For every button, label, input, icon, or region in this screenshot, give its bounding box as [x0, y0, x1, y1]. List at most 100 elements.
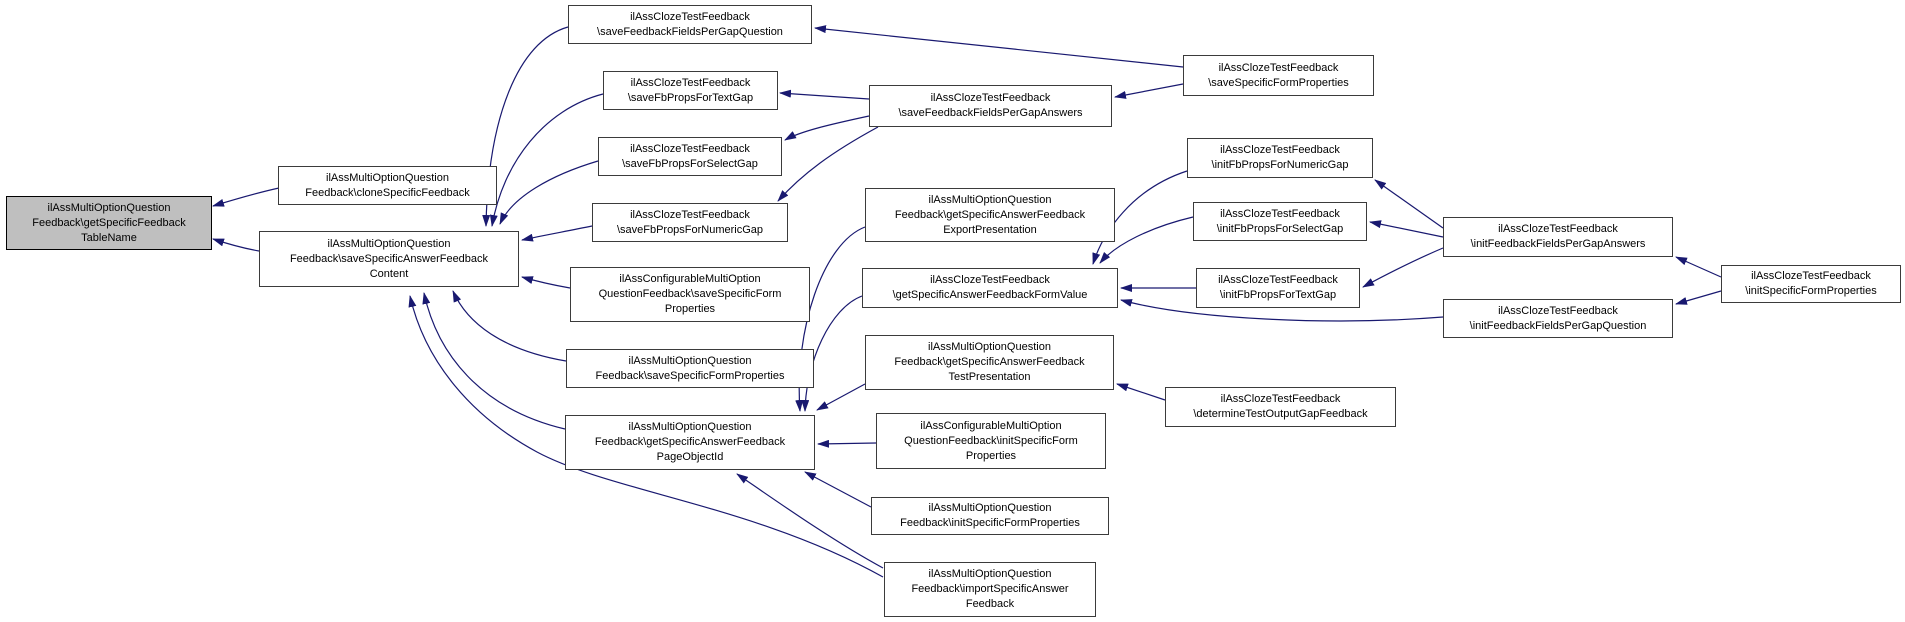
- edge-init-feedback-fields-per-gap-answers--init-fb-props-for-select-gap: [1369, 220, 1444, 238]
- node-label-line: \determineTestOutputGapFeedback: [1193, 408, 1368, 420]
- node-label-line: ilAssClozeTestFeedback: [630, 208, 750, 221]
- node-label-line: \saveFbPropsForSelectGap: [622, 157, 758, 170]
- node-label-line: ilAssMultiOptionQuestion: [326, 171, 449, 184]
- node-import-specific-answer-feedback[interactable]: ilAssMultiOptionQuestion Feedback\import…: [884, 562, 1096, 617]
- node-get-specific-answer-feedback-page-object-id[interactable]: ilAssMultiOptionQuestion Feedback\getSpe…: [565, 415, 815, 470]
- node-label-line: ilAssConfigurableMultiOption: [920, 419, 1062, 432]
- node-label-line: ilAssMultiOptionQuestion: [628, 354, 752, 367]
- edge-determine-test-output-gap-feedback--get-specific-answer-feedback-test-presentation: [1116, 383, 1166, 401]
- node-label-line: Feedback\cloneSpecificFeedback: [305, 186, 470, 199]
- node-label-line: ilAssMultiOptionQuestion: [47, 201, 171, 214]
- node-label-line: Properties: [664, 303, 716, 315]
- node-label-line: ilAssMultiOptionQuestion: [327, 237, 451, 250]
- node-label-line: ilAssClozeTestFeedback: [1218, 274, 1338, 286]
- edge-import-specific-answer-feedback--get-specific-answer-feedback-page-object-id: [736, 473, 884, 569]
- node-get-specific-answer-feedback-test-presentation[interactable]: ilAssMultiOptionQuestion Feedback\getSpe…: [865, 335, 1114, 390]
- node-cloze-save-specific-form-properties[interactable]: ilAssClozeTestFeedback \saveSpecificForm…: [1183, 55, 1374, 96]
- node-label-line: ilAssMultiOptionQuestion: [928, 568, 1052, 580]
- node-label-line: Feedback\initSpecificFormProperties: [900, 517, 1080, 529]
- node-get-specific-answer-feedback-export-presentation[interactable]: ilAssMultiOptionQuestion Feedback\getSpe…: [865, 188, 1115, 242]
- edge-get-specific-answer-feedback-test-presentation--get-specific-answer-feedback-page-object-id: [816, 383, 866, 411]
- edge-clone-specific-feedback--get-specific-feedback-table-name: [212, 187, 280, 207]
- node-configurable-save-specific-form-properties[interactable]: ilAssConfigurableMultiOption QuestionFee…: [570, 267, 810, 322]
- node-label-line: ilAssClozeTestFeedback: [1751, 270, 1871, 282]
- edge-multi-init-specific-form-properties--get-specific-answer-feedback-page-object-id: [804, 471, 872, 508]
- node-save-fb-props-for-text-gap[interactable]: ilAssClozeTestFeedback \saveFbPropsForTe…: [603, 71, 778, 110]
- node-label-line: \saveSpecificFormProperties: [1208, 76, 1349, 89]
- node-save-fb-props-for-select-gap[interactable]: ilAssClozeTestFeedback \saveFbPropsForSe…: [598, 137, 782, 176]
- node-label-line: Feedback\getSpecificAnswerFeedback: [594, 436, 786, 448]
- node-save-feedback-fields-per-gap-answers[interactable]: ilAssClozeTestFeedback \saveFeedbackFiel…: [869, 85, 1112, 127]
- node-label-line: ilAssMultiOptionQuestion: [928, 502, 1052, 514]
- node-label-line: ExportPresentation: [943, 223, 1037, 236]
- edge-save-feedback-fields-per-gap-question--save-specific-answer-feedback-content: [482, 26, 569, 227]
- node-cloze-init-specific-form-properties[interactable]: ilAssClozeTestFeedback \initSpecificForm…: [1721, 265, 1901, 303]
- node-label-line: \initFbPropsForNumericGap: [1211, 159, 1349, 171]
- edge-init-feedback-fields-per-gap-answers--init-fb-props-for-text-gap: [1362, 247, 1444, 288]
- node-save-fb-props-for-numeric-gap[interactable]: ilAssClozeTestFeedback \saveFbPropsForNu…: [592, 203, 788, 242]
- node-label-line: Feedback\saveSpecificAnswerFeedback: [289, 252, 489, 265]
- node-label-line: \initSpecificFormProperties: [1745, 285, 1877, 297]
- node-label-line: ilAssMultiOptionQuestion: [928, 341, 1051, 353]
- node-multi-save-specific-form-properties[interactable]: ilAssMultiOptionQuestion Feedback\saveSp…: [566, 349, 814, 388]
- edge-cloze-save-specific-form-properties--save-feedback-fields-per-gap-question: [814, 25, 1184, 68]
- node-label-line: Feedback: [965, 598, 1015, 610]
- edge-init-feedback-fields-per-gap-answers--init-fb-props-for-numeric-gap: [1374, 179, 1444, 229]
- node-label-line: \initFeedbackFieldsPerGapAnswers: [1470, 238, 1646, 250]
- node-save-specific-answer-feedback-content[interactable]: ilAssMultiOptionQuestion Feedback\saveSp…: [259, 231, 519, 287]
- edge-save-fb-props-for-select-gap--save-specific-answer-feedback-content: [499, 160, 599, 225]
- node-label-line: \initFeedbackFieldsPerGapQuestion: [1469, 319, 1647, 332]
- node-label-line: ilAssClozeTestFeedback: [1220, 207, 1340, 220]
- node-label-line: TableName: [81, 231, 137, 244]
- node-label-line: QuestionFeedback\initSpecificForm: [904, 434, 1078, 447]
- node-init-feedback-fields-per-gap-answers[interactable]: ilAssClozeTestFeedback \initFeedbackFiel…: [1443, 217, 1673, 257]
- node-label-line: \initFbPropsForTextGap: [1219, 289, 1337, 301]
- node-label-line: ilAssClozeTestFeedback: [930, 92, 1051, 104]
- node-label-line: ilAssMultiOptionQuestion: [628, 421, 752, 433]
- edge-cloze-init-specific-form-properties--init-feedback-fields-per-gap-answers: [1675, 256, 1722, 278]
- edge-configurable-save-specific-form-properties--save-specific-answer-feedback-content: [521, 276, 571, 289]
- node-label-line: Feedback\getSpecificAnswerFeedback: [894, 356, 1085, 368]
- node-label-line: TestPresentation: [948, 371, 1031, 383]
- node-label-line: ilAssClozeTestFeedback: [630, 10, 750, 23]
- node-label-line: Feedback\saveSpecificFormProperties: [595, 369, 785, 382]
- node-multi-init-specific-form-properties[interactable]: ilAssMultiOptionQuestion Feedback\initSp…: [871, 497, 1109, 535]
- edge-save-fb-props-for-text-gap--save-specific-answer-feedback-content: [489, 93, 604, 227]
- node-label-line: \saveFbPropsForTextGap: [627, 91, 754, 104]
- node-label-line: \initFbPropsForSelectGap: [1216, 222, 1344, 235]
- edge-cloze-save-specific-form-properties--save-feedback-fields-per-gap-answers: [1114, 83, 1184, 99]
- node-label-line: \saveFbPropsForNumericGap: [616, 223, 764, 236]
- node-init-feedback-fields-per-gap-question[interactable]: ilAssClozeTestFeedback \initFeedbackFiel…: [1443, 299, 1673, 338]
- edge-save-feedback-fields-per-gap-answers--save-fb-props-for-numeric-gap: [777, 126, 879, 202]
- edge-configurable-init-specific-form-properties--get-specific-answer-feedback-page-object-id: [817, 439, 877, 448]
- node-init-fb-props-for-numeric-gap[interactable]: ilAssClozeTestFeedback \initFbPropsForNu…: [1187, 138, 1373, 178]
- edge-save-specific-answer-feedback-content--get-specific-feedback-table-name: [212, 238, 260, 252]
- node-configurable-init-specific-form-properties[interactable]: ilAssConfigurableMultiOption QuestionFee…: [876, 413, 1106, 469]
- edge-save-feedback-fields-per-gap-answers--save-fb-props-for-select-gap: [784, 115, 870, 141]
- node-clone-specific-feedback[interactable]: ilAssMultiOptionQuestion Feedback\cloneS…: [278, 166, 497, 205]
- node-label-line: PageObjectId: [656, 451, 724, 463]
- node-label-line: ilAssConfigurableMultiOption: [619, 273, 761, 285]
- edge-get-specific-answer-feedback-page-object-id--save-specific-answer-feedback-content: [422, 292, 566, 430]
- node-label-line: ilAssClozeTestFeedback: [1498, 304, 1618, 317]
- node-label-line: Feedback\getSpecificAnswerFeedback: [894, 208, 1086, 221]
- node-label-line: \saveFeedbackFieldsPerGapQuestion: [597, 25, 783, 38]
- node-init-fb-props-for-text-gap[interactable]: ilAssClozeTestFeedback \initFbPropsForTe…: [1196, 268, 1360, 308]
- node-init-fb-props-for-select-gap[interactable]: ilAssClozeTestFeedback \initFbPropsForSe…: [1193, 202, 1367, 241]
- node-label-line: ilAssClozeTestFeedback: [1498, 223, 1618, 235]
- node-determine-test-output-gap-feedback[interactable]: ilAssClozeTestFeedback \determineTestOut…: [1165, 387, 1396, 427]
- node-label-line: Feedback\getSpecificFeedback: [32, 216, 186, 229]
- edge-cloze-init-specific-form-properties--init-feedback-fields-per-gap-question: [1675, 290, 1722, 305]
- edge-multi-save-specific-form-properties--save-specific-answer-feedback-content: [452, 290, 567, 362]
- node-save-feedback-fields-per-gap-question[interactable]: ilAssClozeTestFeedback \saveFeedbackFiel…: [568, 5, 812, 44]
- node-label-line: \getSpecificAnswerFeedbackFormValue: [892, 289, 1088, 301]
- node-label-line: ilAssClozeTestFeedback: [930, 274, 1050, 286]
- node-get-specific-answer-feedback-form-value[interactable]: ilAssClozeTestFeedback \getSpecificAnswe…: [862, 268, 1118, 308]
- node-label-line: ilAssClozeTestFeedback: [630, 76, 751, 89]
- node-label-line: ilAssClozeTestFeedback: [1218, 61, 1339, 74]
- node-get-specific-feedback-table-name[interactable]: ilAssMultiOptionQuestion Feedback\getSpe…: [6, 196, 212, 250]
- node-label-line: ilAssClozeTestFeedback: [1220, 393, 1341, 405]
- node-label-line: ilAssMultiOptionQuestion: [928, 193, 1052, 206]
- node-label-line: ilAssClozeTestFeedback: [630, 142, 750, 155]
